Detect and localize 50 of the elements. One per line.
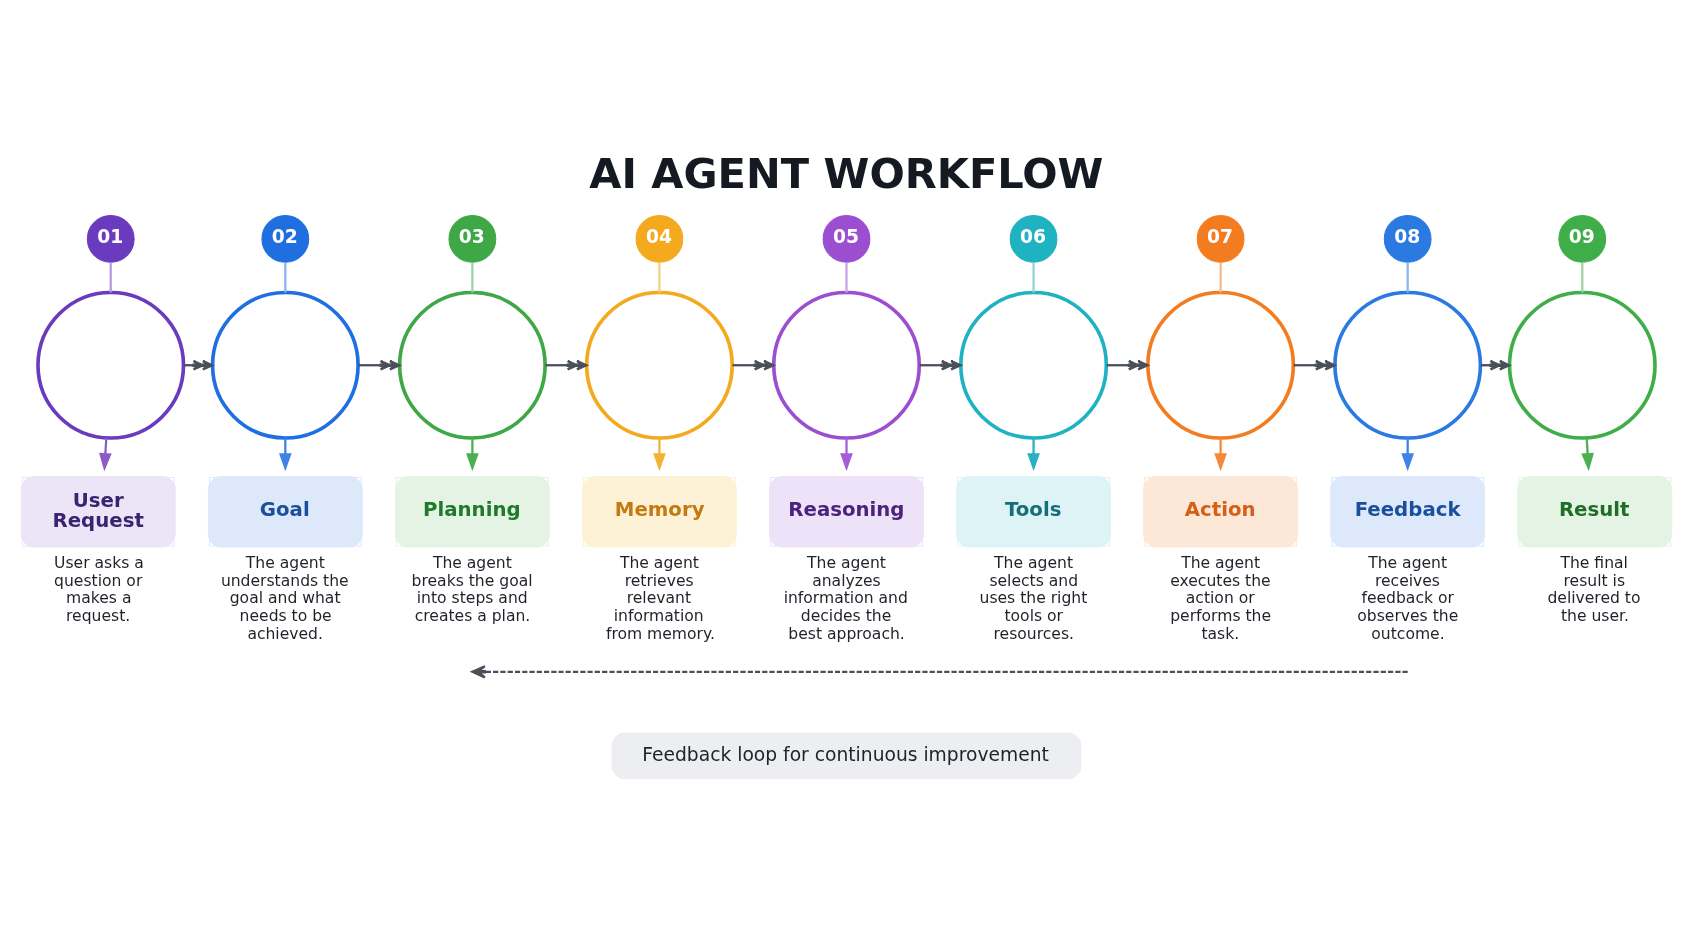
arrow [732,359,775,371]
connector [1219,262,1222,292]
node-circle: 09 [1558,214,1607,263]
node-circle [959,290,1109,440]
connector [109,262,112,292]
node-label: The agent breaks the goal into steps and creates a plan. [411,553,533,625]
node-circle [1146,290,1296,440]
node-circle [36,290,186,440]
arrow [1293,359,1336,371]
node-label: The agent receives feedback or observes the outcome. [1357,553,1459,643]
node-label: The agent executes the action or performs the task. [1170,553,1272,643]
diagram-title: AI AGENT WORKFLOW [589,148,1104,198]
node-label: The final result is delivered to the user. [1547,553,1641,625]
node-circle [584,290,734,440]
arrow [466,437,479,471]
arrow [471,664,1408,679]
arrow [1581,437,1594,471]
node-label: The agent retrieves relevant information from memory. [605,553,715,643]
node-label: User asks a question or makes a request. [54,553,144,625]
arrow [653,437,666,471]
arrow [99,437,112,471]
arrow [1106,359,1149,371]
node-circle [210,290,360,440]
node-circle [771,290,922,440]
node-circle [397,290,547,440]
node-label: The agent selects and uses the right tools or resources. [979,553,1088,643]
node-circle [1333,290,1483,440]
node-circle: 02 [261,214,310,263]
node-circle: 03 [448,214,497,263]
arrow [1214,437,1227,471]
node-circle: 05 [822,214,871,263]
node-circle: 08 [1383,214,1432,263]
node-circle: 04 [635,214,684,263]
node-circle [1507,290,1657,440]
connector [845,262,848,292]
arrow [545,359,588,371]
node-circle: 01 [86,214,135,263]
node-circle: 07 [1196,214,1245,263]
node-label: The agent analyzes information and decides the best approach. [783,553,908,643]
connector [1581,262,1584,292]
node-label: The agent understands the goal and what needs to be achieved. [220,553,349,643]
connector [1406,262,1409,292]
arrow [1027,437,1040,471]
node-circle: 06 [1009,214,1058,263]
connector [658,262,661,292]
connector [284,262,287,292]
connector [471,262,474,292]
connector [1032,262,1035,292]
arrow [840,437,853,471]
arrow [358,359,401,371]
